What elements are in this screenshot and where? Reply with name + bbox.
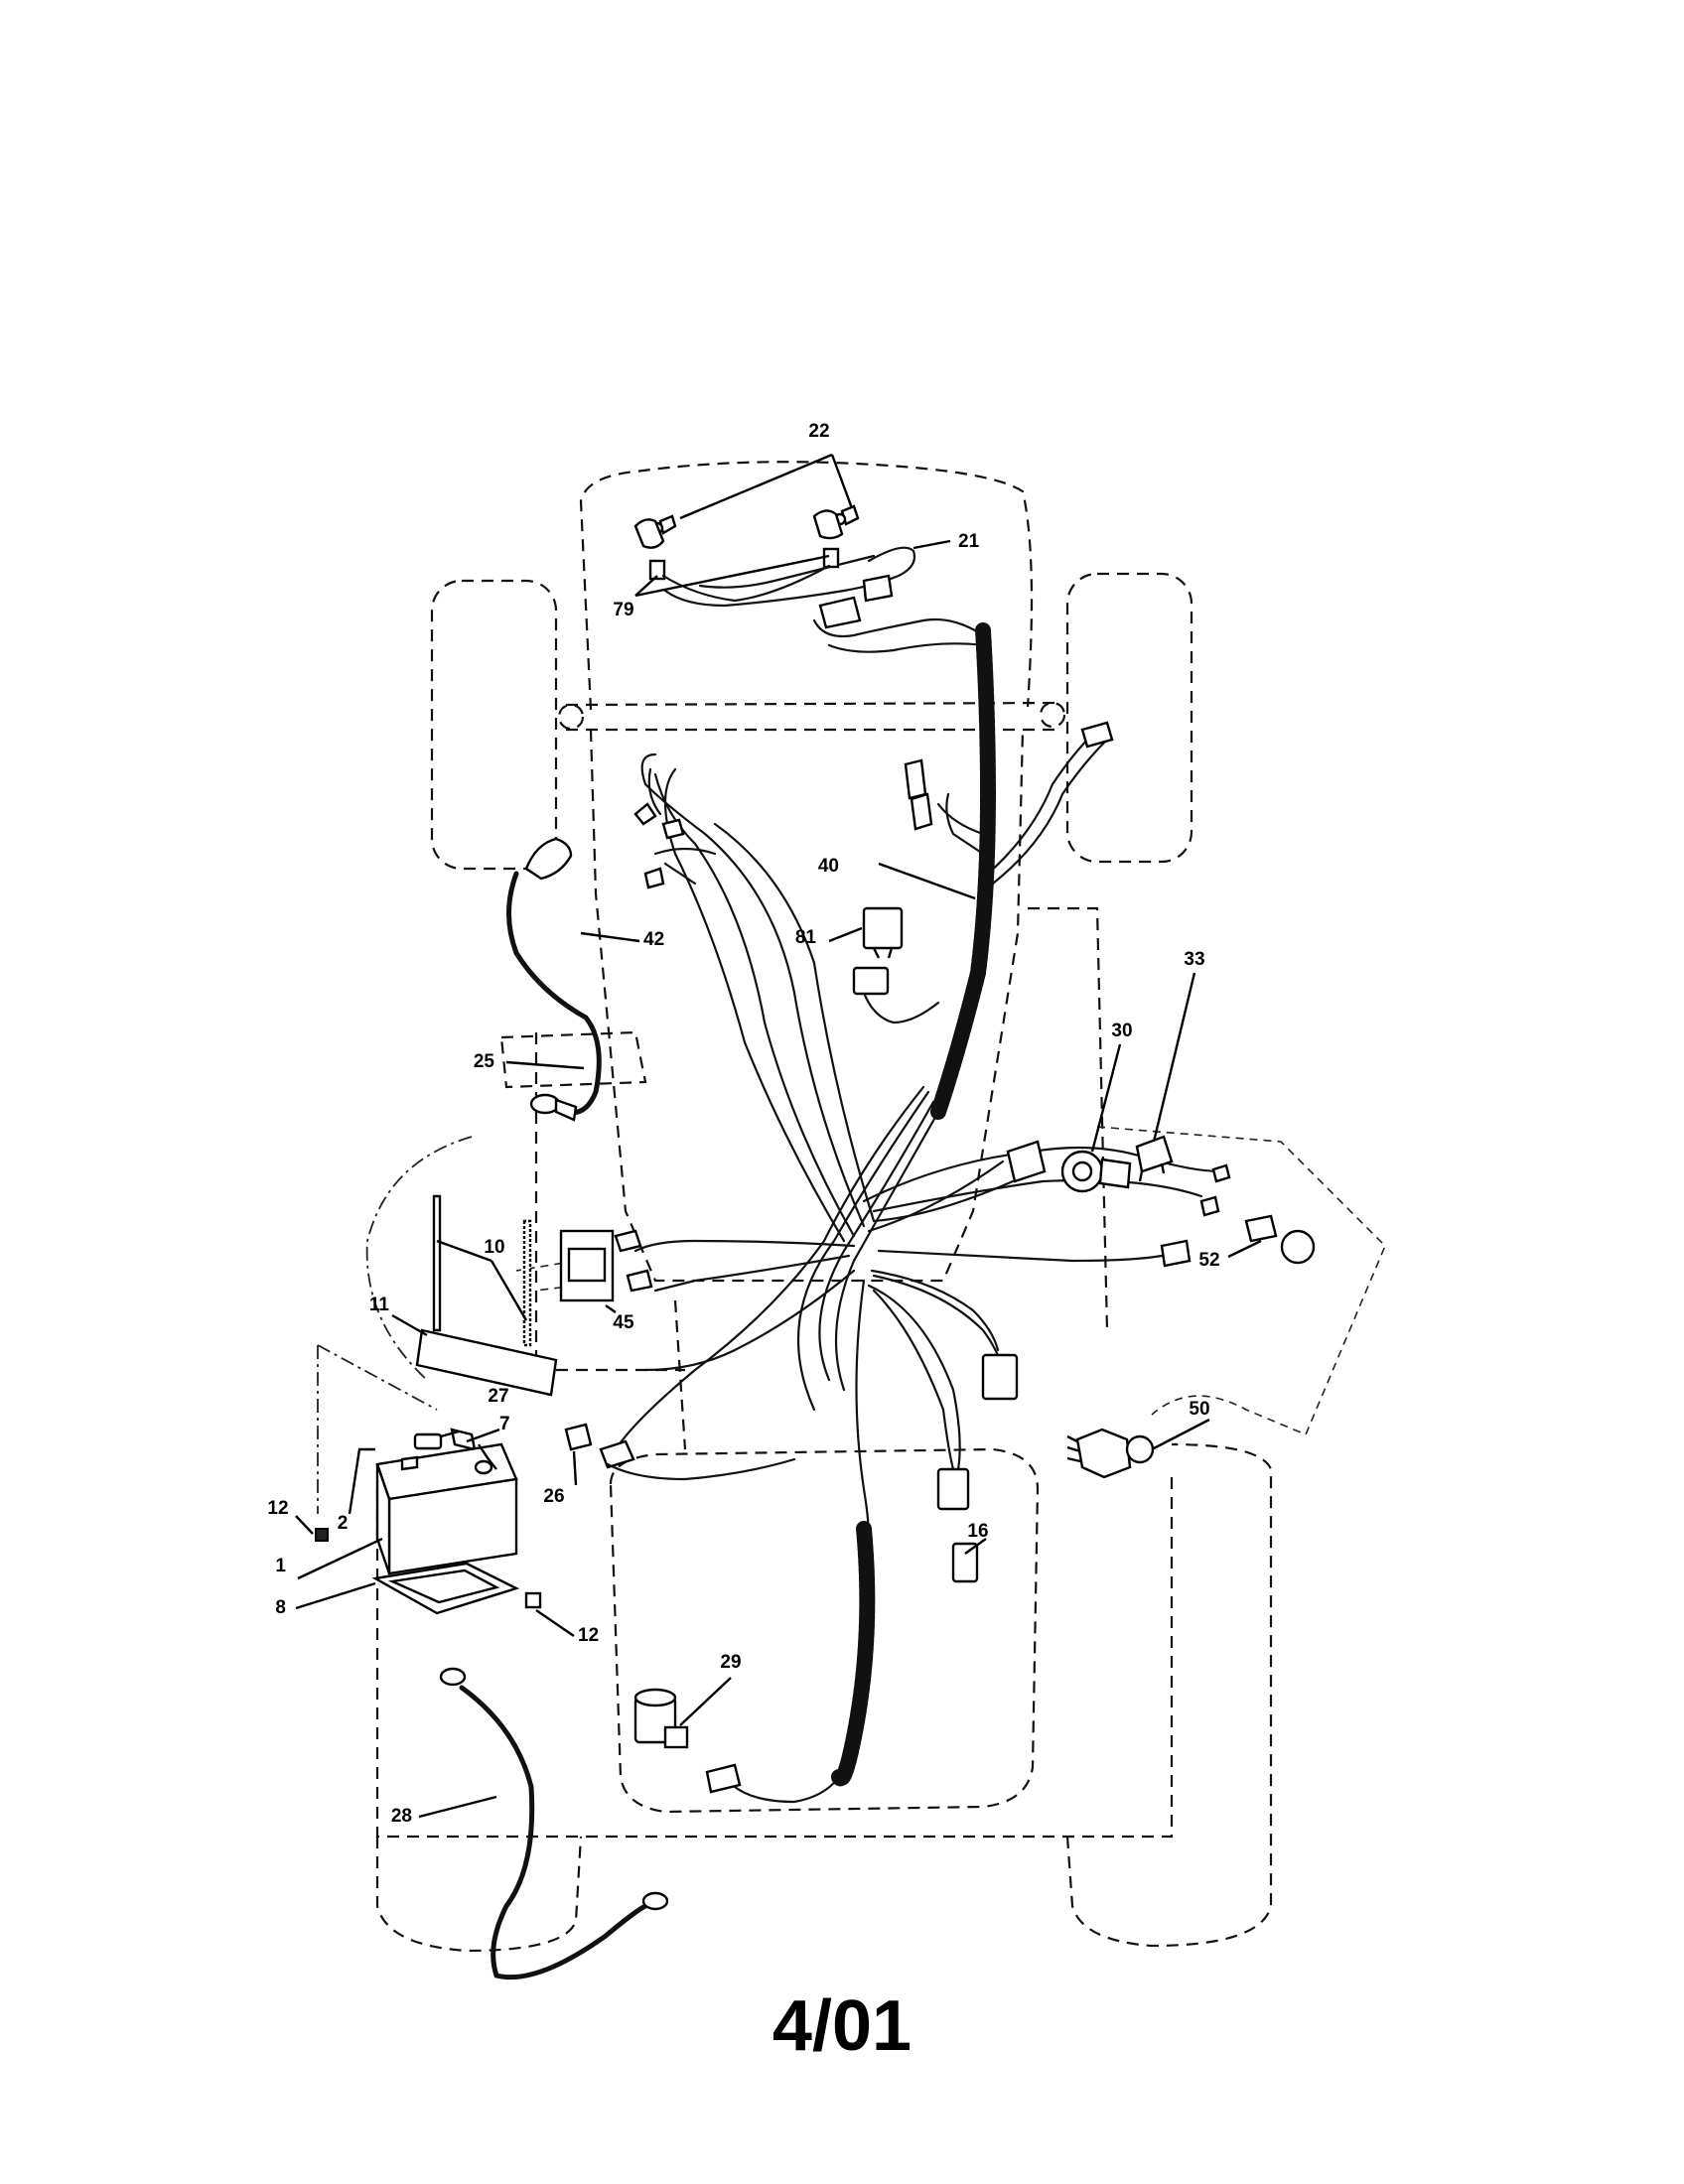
callout-11: 11 [369, 1295, 390, 1315]
fuse-b [599, 1439, 635, 1469]
fuel-solenoid [633, 1688, 689, 1749]
ignition-switch [1060, 1150, 1132, 1193]
seat-switch [1135, 1135, 1174, 1182]
callout-40: 40 [818, 856, 839, 877]
fuse-module [559, 1229, 615, 1302]
callout-28: 28 [391, 1806, 412, 1827]
callout-29: 29 [720, 1652, 741, 1673]
callout-30: 30 [1111, 1021, 1132, 1041]
lamp [1244, 1214, 1316, 1265]
callout-16: 16 [967, 1521, 988, 1542]
leader-lines [295, 453, 1262, 1819]
callout-22: 22 [808, 421, 829, 442]
callout-21: 21 [958, 531, 980, 552]
callout-12-top: 12 [267, 1498, 288, 1519]
battery-holddown [415, 1328, 558, 1397]
callout-42: 42 [643, 929, 664, 950]
callout-labels: 22 21 79 40 81 42 33 30 25 10 11 45 52 2… [267, 421, 1219, 1827]
callout-81: 81 [795, 927, 817, 948]
relay-socket [852, 966, 890, 996]
callout-12-bottom: 12 [578, 1625, 599, 1646]
tractor-outline [317, 461, 1386, 1953]
bolt-2 [413, 1433, 443, 1450]
callout-26: 26 [543, 1486, 564, 1507]
nut-12b [524, 1591, 542, 1609]
connector-upper [936, 1467, 970, 1511]
callout-50: 50 [1189, 1399, 1209, 1420]
callout-10: 10 [484, 1237, 504, 1258]
callout-27: 27 [488, 1386, 508, 1407]
connector-21 [862, 574, 894, 603]
callout-45: 45 [613, 1312, 634, 1333]
relay [862, 906, 904, 950]
headlight-harness-plug [818, 596, 862, 629]
callout-25: 25 [474, 1051, 495, 1072]
pto-switch [1066, 1428, 1155, 1479]
starter-boot [524, 837, 573, 881]
callout-8: 8 [275, 1597, 286, 1618]
callout-2: 2 [338, 1513, 349, 1534]
document-date: 4/01 [772, 1986, 912, 2066]
headlight-socket-left [633, 518, 666, 581]
connector-end [1160, 1239, 1192, 1268]
callout-7: 7 [499, 1414, 510, 1434]
fuse-a [564, 1423, 593, 1451]
nut-12a [315, 1528, 329, 1542]
battery [375, 1442, 518, 1575]
callout-79: 79 [613, 600, 633, 620]
callout-1: 1 [275, 1556, 286, 1576]
components [315, 504, 1316, 1980]
connector-16 [951, 1542, 979, 1583]
headlight-socket-right [812, 509, 844, 569]
main-wiring-harness [614, 546, 1223, 1804]
callout-52: 52 [1198, 1250, 1219, 1271]
ignition-plug [1006, 1140, 1047, 1183]
callout-33: 33 [1184, 949, 1204, 970]
